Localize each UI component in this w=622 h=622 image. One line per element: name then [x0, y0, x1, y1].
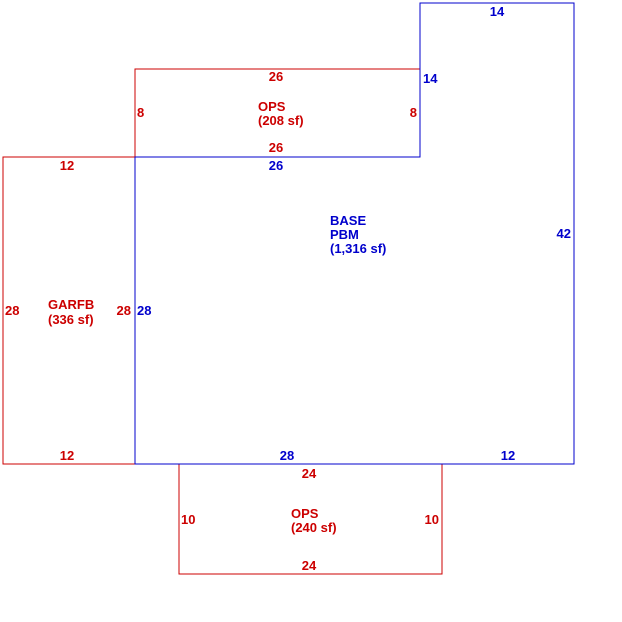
porch-bottom-area-label-2: (240 sf)	[291, 520, 337, 535]
porch-bottom-area-label-1: OPS	[291, 506, 319, 521]
dim-base-right: 42	[557, 226, 571, 241]
dim-porch-bottom-left: 10	[181, 512, 195, 527]
porch-top-area-label-1: OPS	[258, 99, 286, 114]
dim-garage-right: 28	[117, 303, 131, 318]
garage-area-label-1: GARFB	[48, 297, 94, 312]
dim-garage-top: 12	[60, 158, 74, 173]
dim-base-step: 14	[423, 71, 438, 86]
dim-porch-top-bottom: 26	[269, 140, 283, 155]
base-area-label-1: BASE	[330, 213, 366, 228]
dim-porch-bottom-top: 24	[302, 466, 317, 481]
dim-porch-top-left: 8	[137, 105, 144, 120]
porch-top-area-label-2: (208 sf)	[258, 113, 304, 128]
dim-base-bottom-right: 12	[501, 448, 515, 463]
dim-base-left: 28	[137, 303, 151, 318]
dim-porch-bottom-bottom: 24	[302, 558, 317, 573]
dim-porch-bottom-right: 10	[425, 512, 439, 527]
dim-base-upper-left: 26	[269, 158, 283, 173]
base-area-label-2: PBM	[330, 227, 359, 242]
dim-base-top: 14	[490, 4, 505, 19]
dim-garage-left: 28	[5, 303, 19, 318]
dim-porch-top-top: 26	[269, 69, 283, 84]
dim-porch-top-right: 8	[410, 105, 417, 120]
base-area-label-3: (1,316 sf)	[330, 241, 386, 256]
base-outline	[134, 2, 575, 465]
dim-base-bottom-left: 28	[280, 448, 294, 463]
dim-garage-bottom: 12	[60, 448, 74, 463]
garage-area-label-2: (336 sf)	[48, 312, 94, 327]
